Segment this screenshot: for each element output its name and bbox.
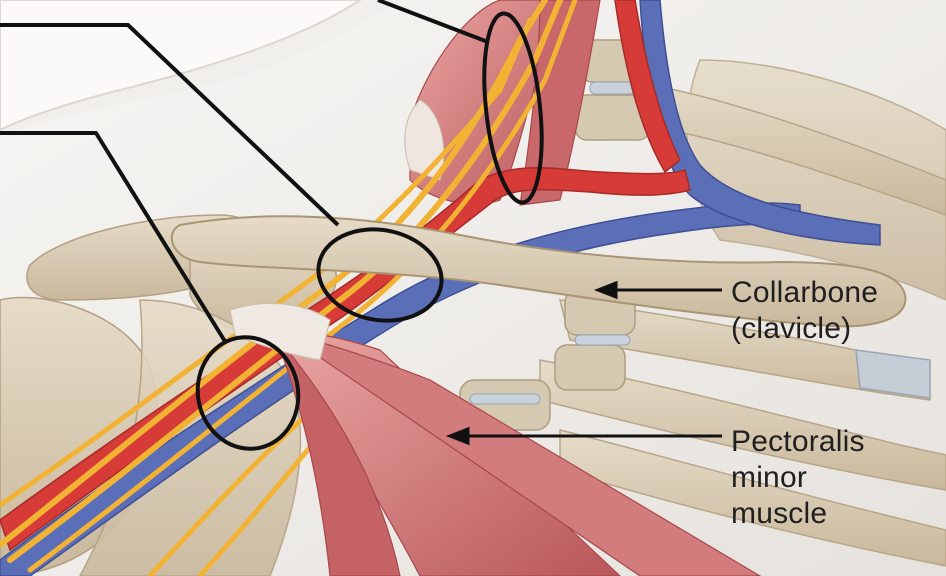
ribcage	[539, 59, 946, 567]
pectoralis-label-line1: Pectoralis	[731, 425, 865, 458]
rib-2	[539, 359, 946, 491]
clavicle-bone	[170, 215, 907, 328]
rib-upper	[609, 79, 946, 216]
body-outline	[0, 0, 362, 132]
pectoralis-label-line2: minor	[731, 461, 808, 494]
collarbone-label: Collarbone (clavicle)	[731, 275, 878, 347]
pectoralis-label-line3: muscle	[731, 497, 828, 530]
callout-line-lower	[0, 131, 228, 345]
callout-line-middle	[0, 23, 340, 227]
scalene-triangle-circle	[482, 11, 544, 205]
compression-sites	[195, 11, 544, 451]
pectoralis-minor-muscle	[229, 302, 762, 576]
vertebra-4	[554, 344, 626, 391]
intervertebral-discs	[469, 81, 646, 405]
label-arrows	[445, 280, 722, 446]
rib-3	[559, 429, 946, 567]
collarbone-arrowhead	[593, 280, 618, 300]
collarbone-label-line1: Collarbone	[731, 276, 879, 309]
pectoralis-minor-label: Pectoralis minor muscle	[731, 424, 865, 532]
collarbone-label-line2: (clavicle)	[731, 312, 852, 345]
rib-1	[559, 299, 931, 401]
costal-cartilage	[855, 349, 931, 399]
callout-lines	[0, 0, 489, 345]
pectoralis-space-circle	[195, 335, 301, 451]
costoclavicular-circle	[316, 227, 444, 323]
carotid-artery	[614, 0, 681, 174]
pectoralis-arrowhead	[445, 426, 470, 446]
callout-line-top	[377, 0, 489, 44]
